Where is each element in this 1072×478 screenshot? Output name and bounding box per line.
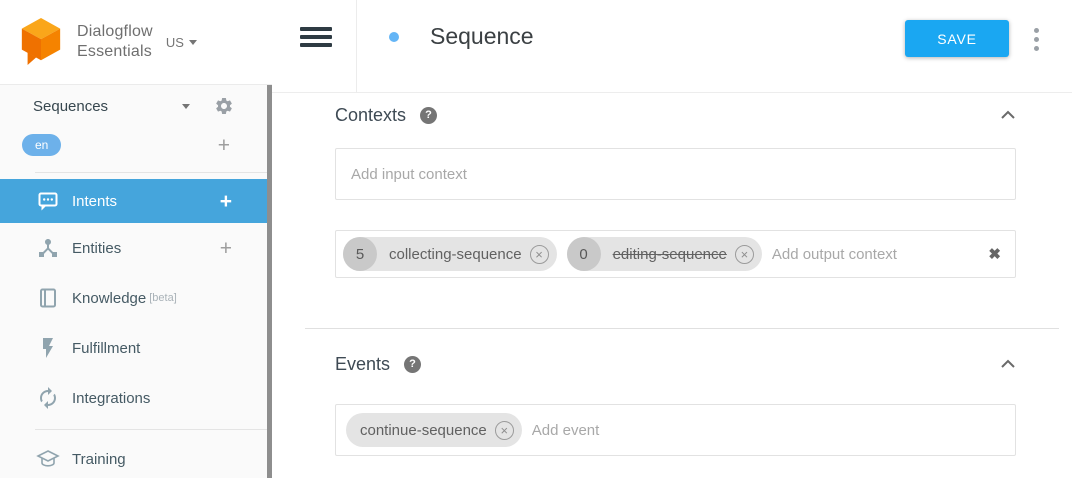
language-row: en + — [0, 127, 272, 163]
sidebar-item-intents[interactable]: Intents + — [0, 179, 272, 223]
add-intent-icon[interactable]: + — [219, 189, 232, 213]
dialogflow-logo-icon — [21, 18, 61, 65]
contexts-heading: Contexts — [335, 104, 407, 125]
hamburger-menu-icon[interactable] — [300, 27, 332, 47]
sidebar-item-fulfillment[interactable]: Fulfillment — [0, 323, 272, 373]
add-entity-icon[interactable]: + — [219, 236, 232, 260]
sidebar-divider — [35, 429, 272, 430]
output-context-field: 5 collecting-sequence × 0 editing-sequen… — [335, 230, 1016, 278]
sidebar-item-training[interactable]: Training — [0, 434, 272, 478]
intent-form: Contexts ? 5 collecting-sequence × 0 edi… — [272, 93, 1072, 478]
contexts-section-header: Contexts ? — [335, 104, 1016, 126]
gear-icon[interactable] — [214, 96, 234, 116]
language-badge[interactable]: en — [22, 134, 62, 156]
chevron-down-icon — [188, 39, 197, 45]
brand-name: Dialogflow Essentials — [77, 23, 153, 60]
chip-label: continue-sequence — [360, 421, 487, 439]
beta-badge: [beta] — [149, 292, 177, 304]
header-divider — [356, 0, 357, 93]
section-divider — [305, 328, 1059, 329]
sidebar-item-label: Training — [72, 450, 126, 468]
help-icon[interactable]: ? — [420, 106, 438, 124]
sync-icon — [36, 386, 60, 410]
collapse-events-icon[interactable] — [1000, 359, 1016, 369]
agent-selector-row: Sequences — [0, 85, 272, 127]
region-label: US — [165, 34, 184, 50]
intent-status-dot — [389, 32, 399, 42]
events-section-header: Events ? — [335, 353, 1016, 375]
sidebar-item-knowledge[interactable]: Knowledge [beta] — [0, 273, 272, 323]
chip-lifespan[interactable]: 0 — [566, 237, 601, 271]
input-context-field — [335, 148, 1016, 200]
output-context-chip[interactable]: 0 editing-sequence × — [566, 237, 762, 271]
sidebar-item-entities[interactable]: Entities + — [0, 223, 272, 273]
sidebar-item-label: Fulfillment — [72, 339, 141, 357]
add-input-context-input[interactable] — [351, 165, 1000, 183]
save-button[interactable]: SAVE — [905, 20, 1009, 57]
collapse-contexts-icon[interactable] — [1000, 110, 1016, 120]
sidebar-item-label: Intents — [72, 192, 118, 210]
lightning-bolt-icon — [36, 336, 60, 360]
sidebar-nav: Intents + Entities + Knowledge [beta] Fu… — [0, 179, 272, 478]
sidebar-scrollbar[interactable] — [267, 85, 272, 478]
agent-chevron-down-icon[interactable] — [182, 103, 190, 109]
chip-label: collecting-sequence — [389, 245, 522, 263]
sidebar-item-integrations[interactable]: Integrations — [0, 373, 272, 423]
remove-chip-icon[interactable]: × — [529, 244, 549, 264]
agent-name[interactable]: Sequences — [33, 97, 109, 115]
add-event-input[interactable] — [531, 421, 1001, 439]
sidebar: Dialogflow Essentials US Sequences en + … — [0, 0, 272, 478]
chat-icon — [36, 189, 60, 213]
sidebar-item-label: Knowledge — [72, 289, 147, 307]
page-title: Sequence — [430, 23, 534, 49]
main-area: Sequence SAVE Contexts ? 5 collecting-se… — [272, 0, 1072, 478]
main-header: Sequence SAVE — [272, 0, 1072, 93]
chip-label: editing-sequence — [612, 245, 727, 263]
sidebar-header: Dialogflow Essentials US — [0, 0, 272, 85]
remove-chip-icon[interactable]: × — [734, 244, 754, 264]
graduation-cap-icon — [36, 447, 60, 471]
book-icon — [36, 286, 60, 310]
add-language-icon[interactable]: + — [217, 133, 230, 157]
sidebar-divider — [35, 172, 272, 173]
more-options-icon[interactable] — [1028, 26, 1045, 53]
clear-output-contexts-icon[interactable]: ✖ — [988, 246, 1001, 263]
event-chip[interactable]: continue-sequence × — [346, 413, 522, 447]
chip-lifespan[interactable]: 5 — [343, 237, 377, 271]
sidebar-item-label: Entities — [72, 239, 122, 257]
events-heading: Events — [335, 353, 391, 374]
sidebar-item-label: Integrations — [72, 389, 151, 407]
help-icon[interactable]: ? — [404, 355, 422, 373]
remove-chip-icon[interactable]: × — [494, 420, 514, 440]
output-context-chip[interactable]: 5 collecting-sequence × — [343, 237, 557, 271]
add-output-context-input[interactable] — [771, 245, 979, 263]
entities-icon — [36, 236, 60, 260]
region-selector[interactable]: US — [166, 35, 197, 50]
events-field: continue-sequence × — [335, 404, 1016, 456]
